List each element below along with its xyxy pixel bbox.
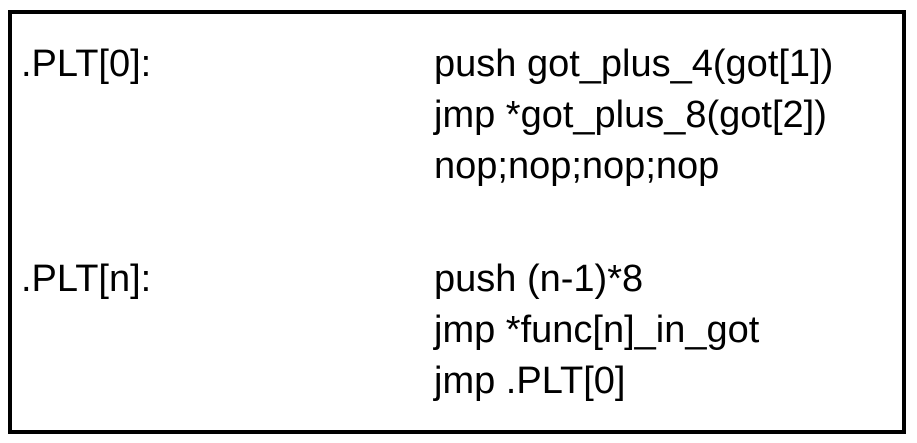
plt-entry-n-code: push (n-1)*8 jmp *func[n]_in_got jmp .PL… [434,254,759,407]
plt-diagram-box: .PLT[0]: push got_plus_4(got[1]) jmp *go… [8,10,906,434]
plt-entry-0-code-line-2: jmp *got_plus_8(got[2]) [434,94,827,136]
plt-entry-n-code-line-1: push (n-1)*8 [434,258,644,300]
plt-entry-0-label: .PLT[0]: [21,43,152,85]
plt-entry-n-code-line-2: jmp *func[n]_in_got [434,309,760,351]
plt-entry-0-code: push got_plus_4(got[1]) jmp *got_plus_8(… [434,39,833,192]
plt-entry-n-code-line-3: jmp .PLT[0] [434,360,626,402]
plt-entry-0-code-line-1: push got_plus_4(got[1]) [434,43,834,85]
plt-entry-0-code-line-3: nop;nop;nop;nop [434,145,720,187]
plt-entry-n-label: .PLT[n]: [21,258,152,300]
